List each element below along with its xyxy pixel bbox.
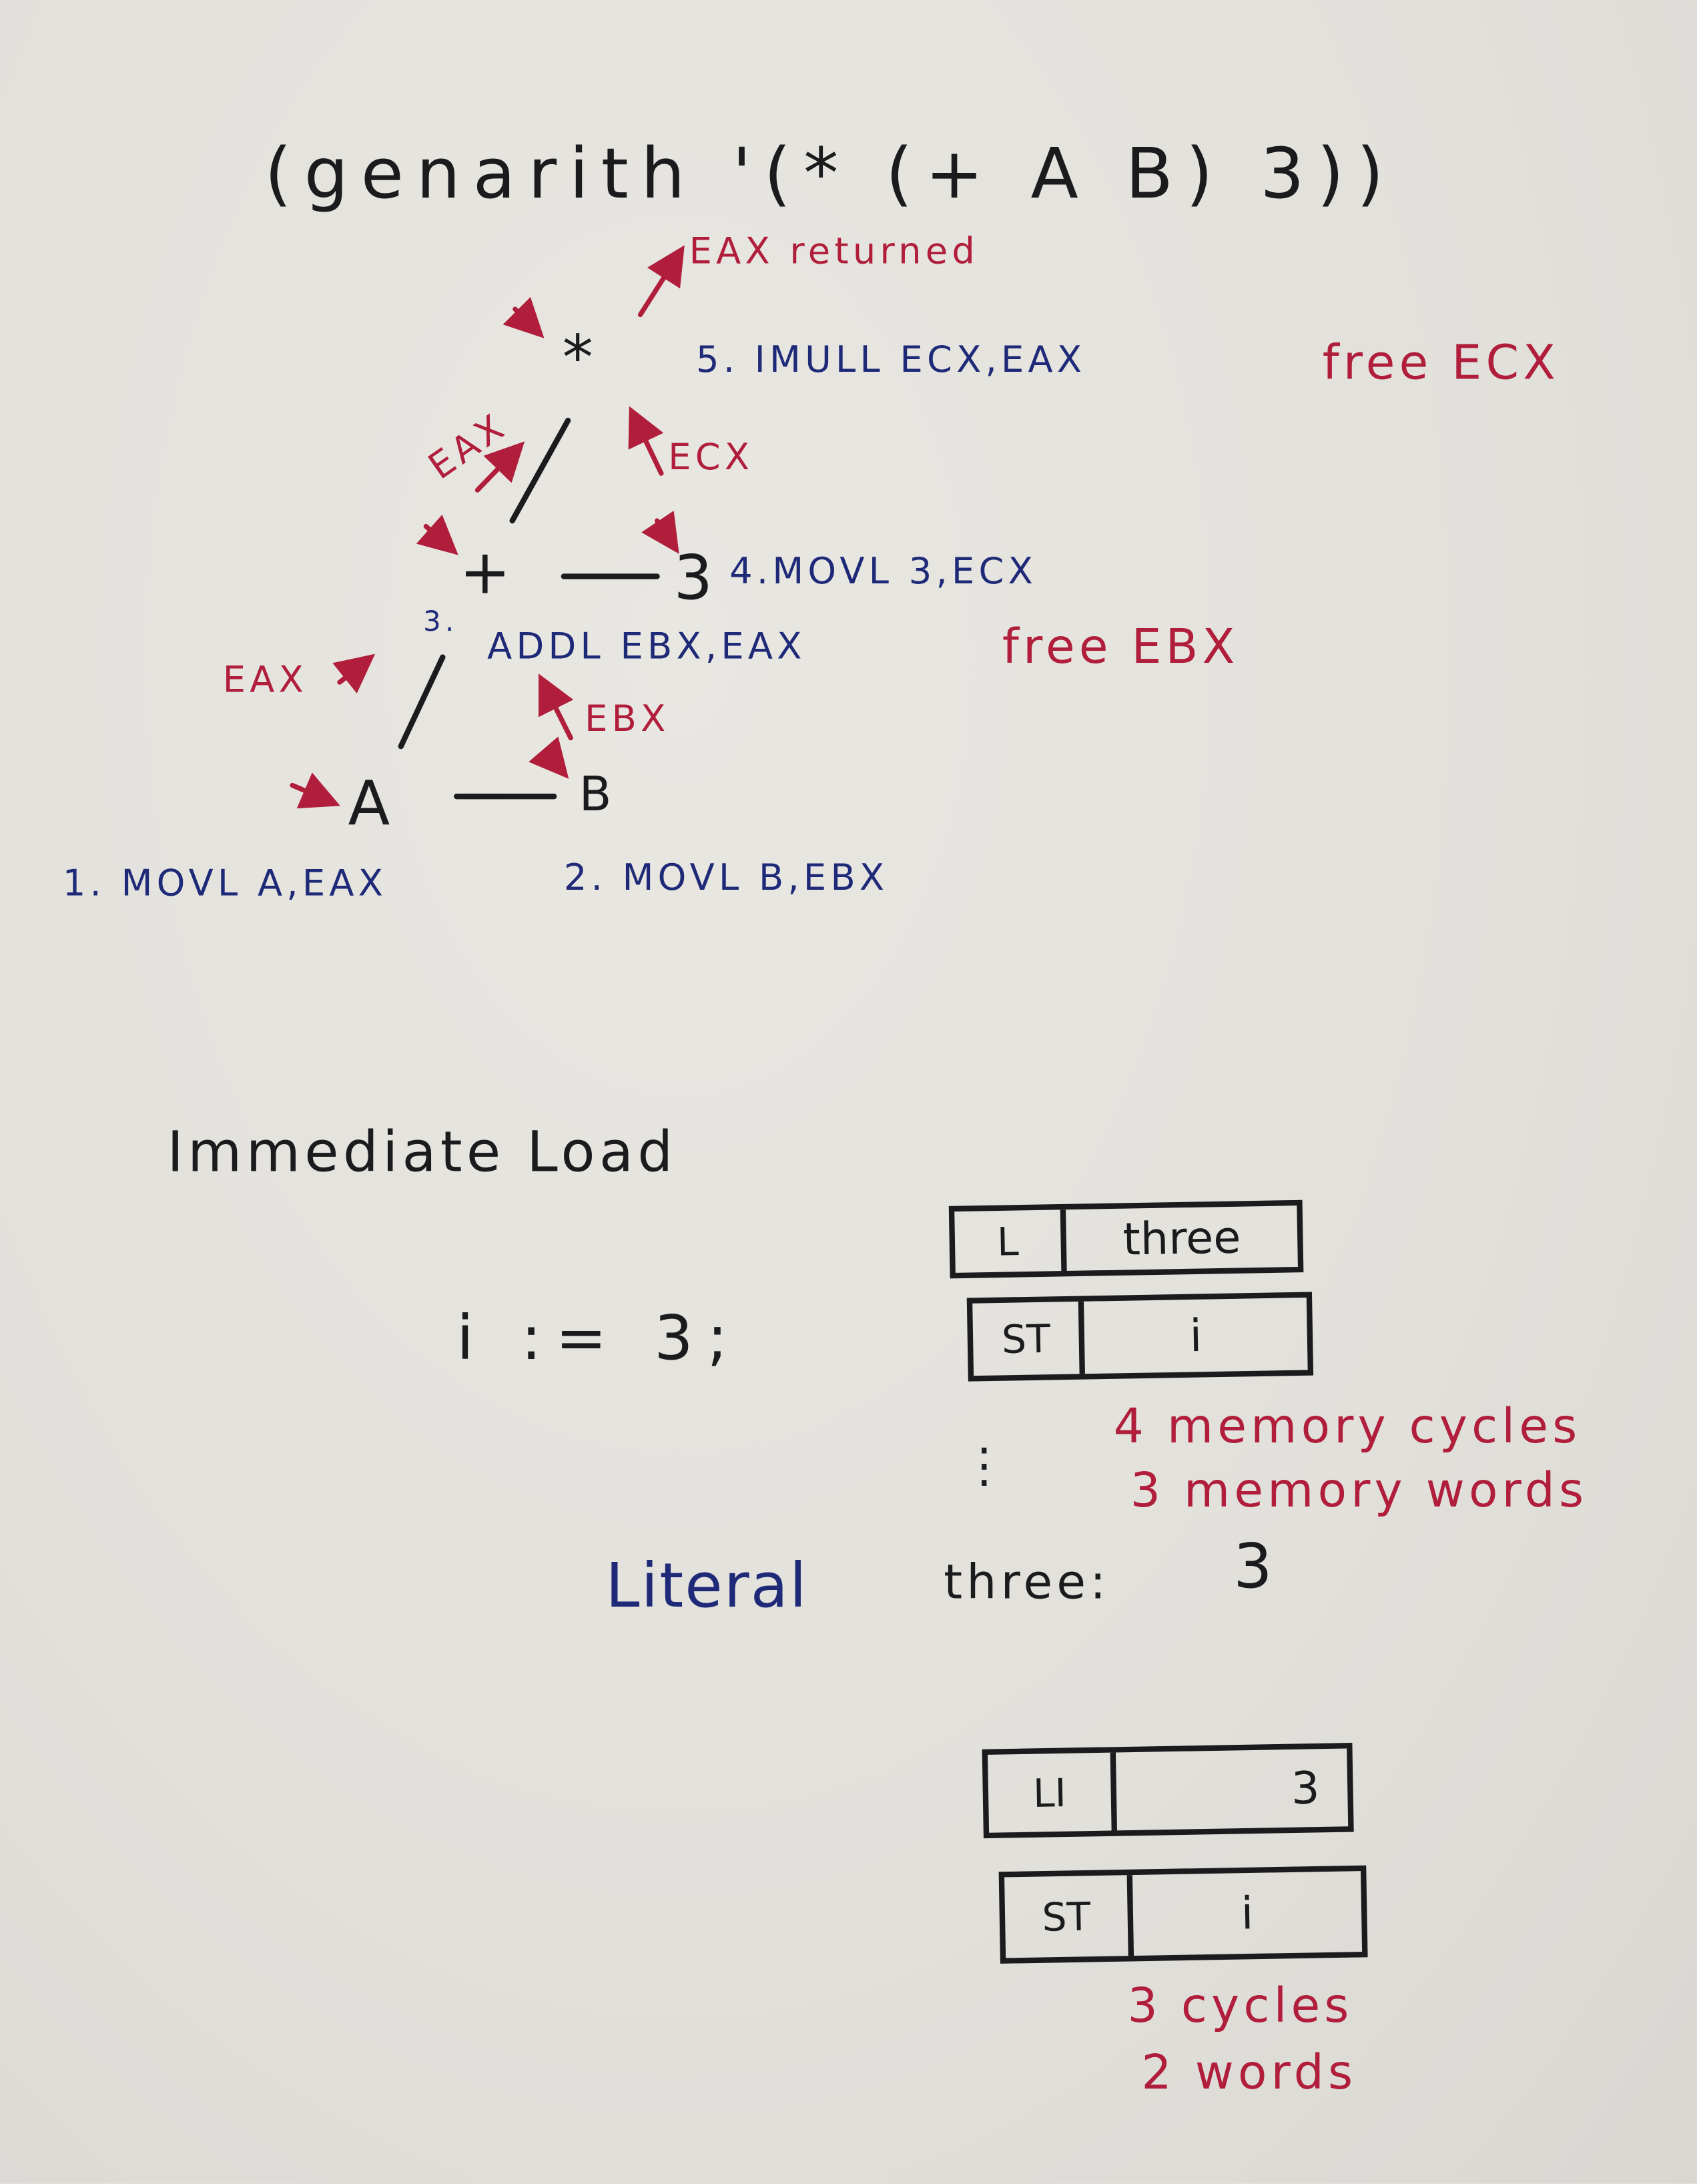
arrow-into-star [502,296,545,338]
arrow-into-a [290,772,340,809]
plus-node: + [459,537,517,609]
assignment-statement: i := 3; [456,1303,742,1374]
star-node: * [562,322,599,394]
step4-instruction: 4.MOVL 3,ECX [729,551,1038,593]
literal-value: 3 [1233,1531,1278,1603]
step3-number: 3. [423,604,458,638]
edge-star-plus [509,417,571,524]
arrow-into-plus [416,514,458,555]
continuation-dots: ⋮ [960,1438,1012,1494]
cost-memory-words: 3 memory words [1130,1463,1588,1519]
step3-instruction: ADDL EBX,EAX [487,626,806,669]
cost-memory-cycles: 4 memory cycles [1113,1399,1582,1455]
operand: i [1189,1309,1203,1362]
instruction-load-immediate: LI 3 [982,1743,1354,1839]
ecx-label: ECX [668,437,754,479]
arrow-into-three [641,511,679,554]
arrow-ebx-up [539,673,574,741]
edge-plus-a [398,654,446,750]
instruction-store-2: ST i [998,1865,1368,1964]
arrow-ecx-up [628,406,664,476]
free-ebx-note: free EBX [1002,619,1239,675]
opcode: LI [988,1752,1118,1833]
opcode: L [954,1209,1067,1273]
instruction-load: L three [948,1199,1304,1279]
arrow-eax-up [474,441,525,493]
operand: three [1122,1210,1241,1266]
b-node: B [579,767,616,823]
arrow-eax-returned [637,245,685,318]
operand: 3 [1291,1761,1321,1815]
arrow-eax-left-up [332,653,376,694]
step1-instruction: 1. MOVL A,EAX [62,863,388,905]
step2-instruction: 2. MOVL B,EBX [563,857,889,900]
genarith-expression: (genarith '(* (+ A B) 3)) [264,133,1397,215]
opcode: ST [972,1301,1085,1376]
literal-name: three: [944,1555,1110,1611]
opcode: ST [1004,1875,1134,1958]
operand: i [1241,1886,1254,1940]
eax-label-left: EAX [222,659,308,702]
cost-cycles: 3 cycles [1127,1978,1353,2034]
three-node: 3 [673,543,719,614]
immediate-load-heading: Immediate Load [167,1121,677,1185]
free-ecx-note: free ECX [1322,335,1560,392]
step5-instruction: 5. IMULL ECX,EAX [696,339,1086,382]
eax-returned-label: EAX returned [689,231,980,273]
cost-words: 2 words [1141,2045,1357,2101]
arrow-into-b [529,736,569,779]
ebx-label: EBX [585,699,670,741]
literal-label: Literal [605,1551,808,1623]
instruction-store: ST i [966,1292,1314,1382]
a-node: A [348,768,396,840]
